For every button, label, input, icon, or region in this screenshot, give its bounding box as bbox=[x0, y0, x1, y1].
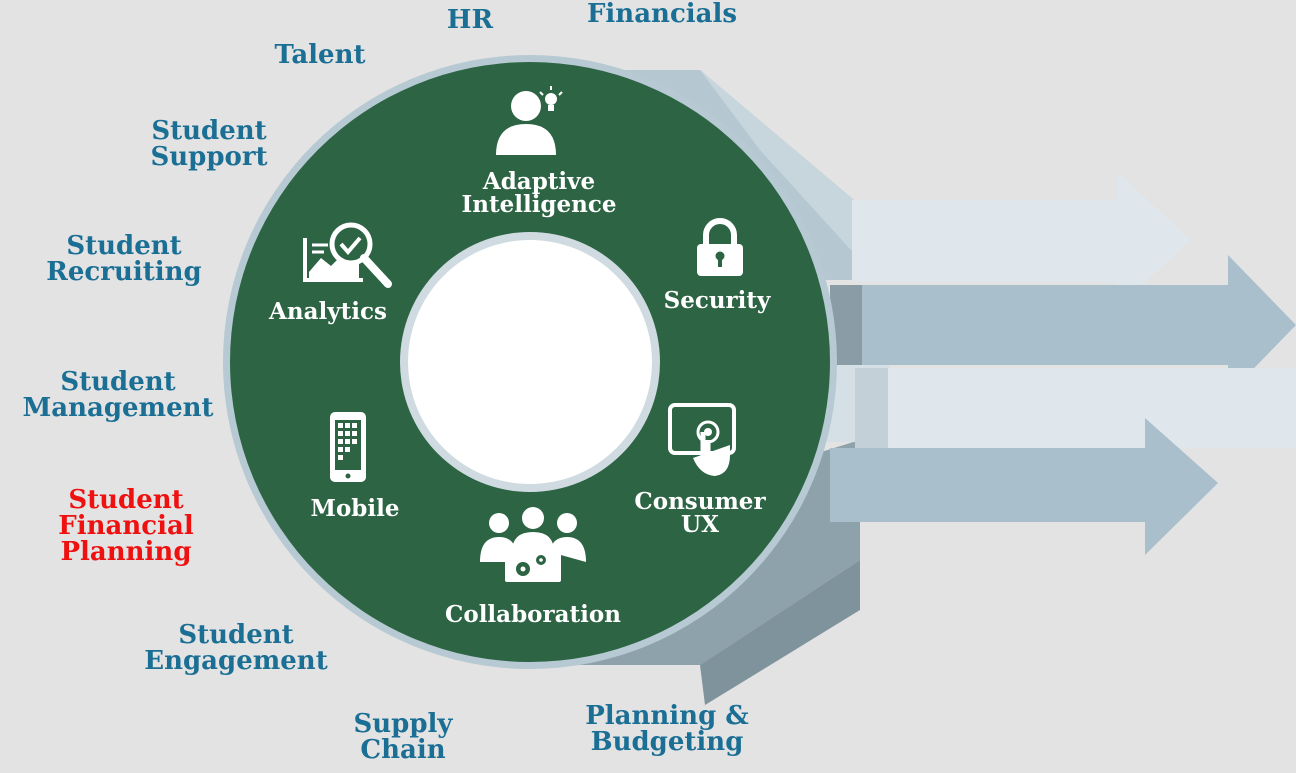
team-gears-icon bbox=[480, 507, 586, 582]
padlock-icon bbox=[697, 218, 743, 276]
person-lightbulb-icon bbox=[496, 86, 563, 155]
chart-magnifier-icon bbox=[303, 222, 392, 288]
module-analytics: Analytics bbox=[269, 298, 387, 325]
module-collaboration: Collaboration bbox=[445, 601, 621, 628]
tablet-touch-icon bbox=[668, 403, 736, 476]
label-student-financial-planning: Student Financial Planning bbox=[58, 485, 194, 567]
arrow-1 bbox=[852, 172, 1190, 308]
prism-upper-side bbox=[700, 70, 860, 260]
label-planning-budgeting: Planning & Budgeting bbox=[585, 701, 749, 757]
label-supply-chain: Supply Chain bbox=[353, 709, 453, 765]
label-student-recruiting: Student Recruiting bbox=[46, 231, 202, 287]
label-student-engagement: Student Engagement bbox=[144, 620, 328, 676]
arrow-2-shadow bbox=[830, 285, 862, 365]
label-student-management: Student Management bbox=[22, 367, 214, 423]
module-adaptive-intelligence: Adaptive Intelligence bbox=[461, 168, 617, 218]
prism-lower-side bbox=[700, 560, 860, 705]
module-security: Security bbox=[663, 287, 771, 314]
module-consumer-ux: Consumer UX bbox=[634, 488, 766, 538]
label-financials: Financials bbox=[586, 0, 738, 29]
module-mobile: Mobile bbox=[310, 495, 400, 522]
arrow-3 bbox=[855, 368, 1296, 448]
arrow-4 bbox=[830, 418, 1218, 555]
label-talent: Talent bbox=[274, 40, 366, 70]
core-hole bbox=[408, 240, 652, 484]
arrow-3-shadow bbox=[855, 368, 888, 448]
smartphone-icon bbox=[330, 412, 366, 482]
label-student-support: Student Support bbox=[150, 116, 268, 172]
arrow-2 bbox=[830, 255, 1296, 395]
label-hr: HR bbox=[446, 5, 494, 35]
